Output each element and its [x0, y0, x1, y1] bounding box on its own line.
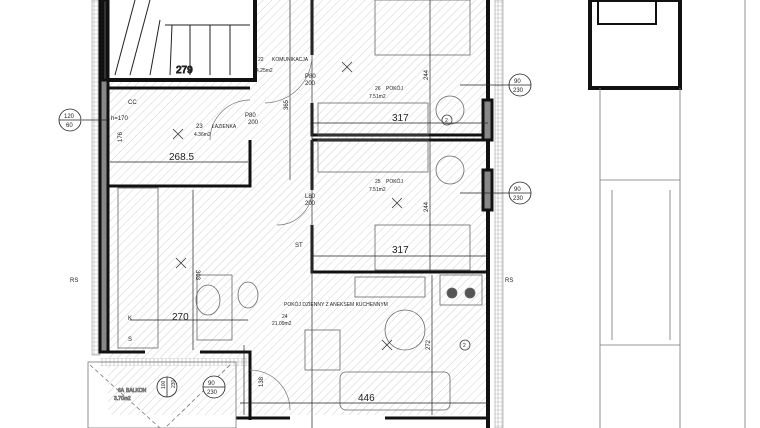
- kitchen-s-label: S: [128, 337, 132, 343]
- balcony: 6A BALKON 3.70m2: [87, 361, 237, 428]
- radiator-icons: 2 2: [441, 114, 471, 351]
- room26-door-height: 200: [305, 81, 316, 87]
- room26-door-type: P80: [305, 74, 316, 80]
- kitchen-dim: 270: [172, 312, 189, 323]
- radiator-label: 2: [463, 343, 466, 349]
- room25-name: POKÓJ: [386, 178, 403, 185]
- living-name: POKÓJ DZIENNY Z ANEKSEM KUCHENNYM: [284, 301, 388, 308]
- window-tags: 120 60 90 230 90 230 100 230 90 230: [58, 73, 532, 399]
- kitchen-k-label: K: [128, 316, 132, 322]
- room25-door-type: L80: [305, 194, 316, 200]
- room26-num: 26: [375, 86, 381, 92]
- rs-label-right: RS: [505, 278, 513, 284]
- corridor-num: 22: [258, 57, 264, 63]
- window-tag-height: 60: [66, 123, 73, 129]
- room-center-marks: [172, 61, 403, 351]
- window-tag-height: 230: [207, 390, 218, 396]
- window-tag-width: 90: [514, 187, 521, 193]
- floor-hatching: [108, 0, 490, 415]
- window-tag-height: 230: [171, 379, 177, 388]
- living-area: 21.09m2: [272, 321, 292, 327]
- window-tag-width: 100: [161, 380, 167, 389]
- window-tag-width: 90: [208, 381, 215, 387]
- rs-label-left: RS: [70, 278, 78, 284]
- bathroom-name: ŁAZIENKA: [212, 124, 237, 130]
- room26-area: 7.51m2: [369, 94, 386, 100]
- corridor-vertical-dim: 365: [284, 99, 290, 110]
- balcony-num: 6A: [118, 388, 125, 394]
- window-tag-width: 90: [514, 79, 521, 85]
- corridor-name: KOMUNIKACJA: [272, 57, 309, 63]
- window-tag-height: 230: [513, 88, 524, 94]
- corridor-area: 4.25m2: [256, 68, 273, 74]
- staircase: 279: [114, 0, 250, 77]
- room25-door-height: 200: [305, 201, 316, 207]
- room25-num: 25: [375, 179, 381, 185]
- room26-height: 244: [424, 69, 430, 80]
- kitchen-side-dim: 303: [194, 270, 200, 281]
- dimension-lines: [110, 0, 488, 415]
- furniture: [117, 0, 483, 428]
- living-left-dim: 138: [259, 376, 265, 387]
- living-height: 272: [426, 339, 432, 350]
- living-width: 446: [358, 393, 375, 404]
- balcony-name: BALKON: [126, 388, 147, 394]
- bathroom-cc: CC: [128, 100, 137, 106]
- labels: 22 KOMUNIKACJA 4.25m2 365 23 ŁAZIENKA 4.…: [70, 57, 513, 404]
- bath-door-type: P80: [245, 113, 256, 119]
- living-num: 24: [282, 314, 288, 320]
- doors: [209, 54, 313, 411]
- room25-area: 7.51m2: [369, 187, 386, 193]
- stair-dim: 279: [176, 65, 193, 76]
- bathroom-height-note: h=170: [111, 116, 129, 122]
- room26-width: 317: [392, 113, 409, 124]
- balcony-area: 3.70m2: [114, 396, 131, 402]
- radiator-label: 2: [445, 118, 448, 124]
- room26-name: POKÓJ: [386, 85, 403, 92]
- st-label: ST: [295, 243, 303, 249]
- room25-width: 317: [392, 245, 409, 256]
- bathroom-side-dim: 176: [118, 131, 124, 142]
- bathroom-area: 4.36m2: [194, 132, 211, 138]
- room25-height: 244: [424, 201, 430, 212]
- window-tag-height: 230: [513, 196, 524, 202]
- bathroom-dim: 268.5: [169, 152, 194, 163]
- adjacent-building: [599, 0, 746, 428]
- bathroom-num: 23: [196, 124, 203, 130]
- bath-door-height: 200: [248, 120, 259, 126]
- window-tag-width: 120: [64, 114, 75, 120]
